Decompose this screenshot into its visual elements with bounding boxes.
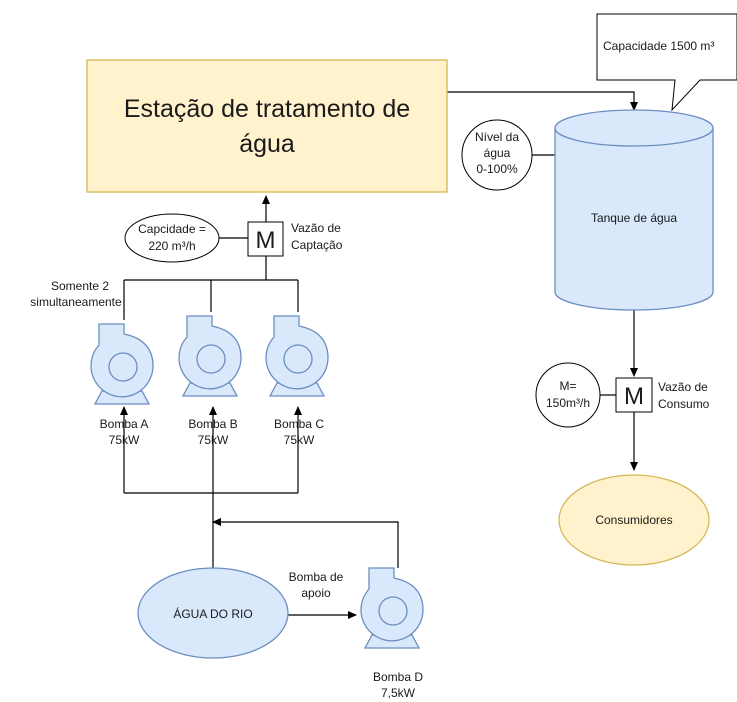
capacity-callout: Capacidade 1500 m³ <box>596 13 737 112</box>
level-indicator: Nível da água 0-100% <box>461 119 533 191</box>
pump-c-icon <box>265 315 329 397</box>
intake-meter-symbol: M <box>256 227 276 254</box>
pump-a: Bomba A 75kW <box>90 323 154 447</box>
intake-meter-label-line1: Vazão de <box>291 221 341 235</box>
consumption-rate-line2: 150m³/h <box>546 396 590 410</box>
pump-d-power: 7,5kW <box>381 686 416 700</box>
pump-b-name: Bomba B <box>188 417 237 431</box>
level-indicator-line1: Nível da <box>475 130 519 144</box>
treatment-station-label-line1: Estação de tratamento de <box>124 95 410 123</box>
treatment-station: Estação de tratamento de água <box>86 59 448 193</box>
capacity-callout-label: Capacidade 1500 m³ <box>603 39 714 53</box>
consumers-label: Consumidores <box>595 513 672 527</box>
pump-b: Bomba B 75kW <box>178 315 242 447</box>
intake-capacity-line2: 220 m³/h <box>148 239 195 253</box>
pump-c-name: Bomba C <box>274 417 324 431</box>
treatment-station-label-line2: água <box>239 130 295 158</box>
pump-d-icon <box>360 567 424 649</box>
pump-a-power: 75kW <box>109 433 140 447</box>
pump-a-name: Bomba A <box>100 417 149 431</box>
pump-b-icon <box>178 315 242 397</box>
intake-meter: M Vazão de Captação <box>247 221 343 257</box>
consumption-meter-label-line1: Vazão de <box>658 380 708 394</box>
river: ÁGUA DO RIO <box>137 567 289 659</box>
consumption-meter-label-line2: Consumo <box>658 397 710 411</box>
pump-note: Somente 2 simultaneamente <box>30 279 122 309</box>
support-pump-label-line2: apoio <box>301 586 331 600</box>
intake-capacity: Capcidade = 220 m³/h <box>124 213 220 263</box>
pump-a-icon <box>90 323 154 405</box>
pump-b-power: 75kW <box>198 433 229 447</box>
intake-meter-label-line2: Captação <box>291 238 343 252</box>
consumers: Consumidores <box>558 474 710 566</box>
water-tank: Tanque de água <box>554 109 714 311</box>
pump-c: Bomba C 75kW <box>265 315 329 447</box>
pump-c-power: 75kW <box>284 433 315 447</box>
level-indicator-line3: 0-100% <box>476 162 518 176</box>
support-pump: Bomba de apoio Bomba D 7,5kW <box>289 567 424 700</box>
pump-note-line2: simultaneamente <box>30 295 122 309</box>
consumption-rate: M= 150m³/h <box>535 362 601 428</box>
pump-note-line1: Somente 2 <box>51 279 109 293</box>
consumption-rate-line1: M= <box>559 379 576 393</box>
river-label: ÁGUA DO RIO <box>173 606 252 621</box>
support-pump-label-line1: Bomba de <box>289 570 344 584</box>
intake-capacity-line1: Capcidade = <box>138 222 206 236</box>
water-tank-label: Tanque de água <box>591 211 677 225</box>
consumption-meter: M Vazão de Consumo <box>615 377 710 413</box>
level-indicator-line2: água <box>484 146 511 160</box>
pump-d-name: Bomba D <box>373 670 423 684</box>
connectors <box>120 91 638 619</box>
consumption-meter-symbol: M <box>624 383 644 410</box>
